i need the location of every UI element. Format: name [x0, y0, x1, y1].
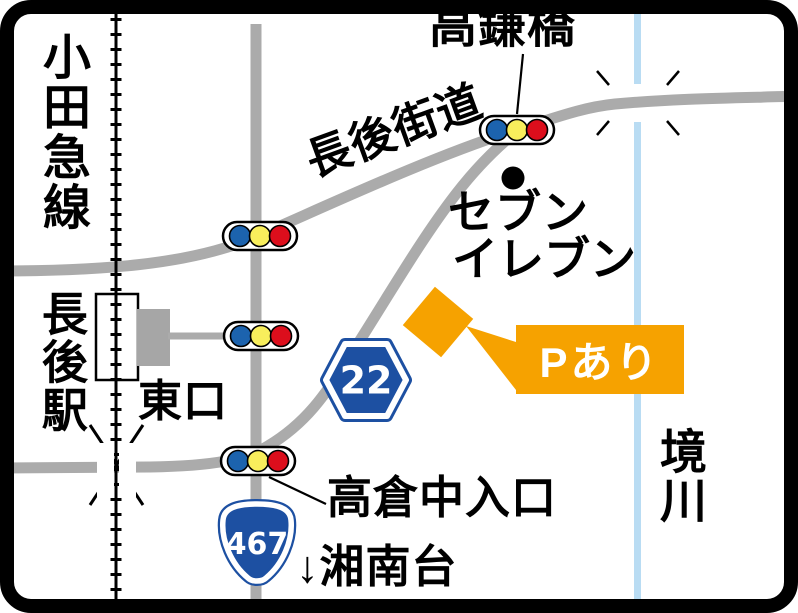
- station-exit-label: 東口: [138, 377, 228, 426]
- traffic-signal-icon: [221, 220, 299, 252]
- parking-available-label: Pあり: [539, 339, 661, 386]
- destination-building: [402, 286, 474, 358]
- traffic-signal-icon: [219, 445, 297, 477]
- route-22-shield: 22: [320, 338, 412, 422]
- direction-shonandai-label: ↓湘南台: [296, 541, 458, 592]
- intersection-name-label: 高倉中入口: [327, 472, 558, 523]
- railway-crossing-gates: [97, 443, 136, 497]
- bridge-leader-line: [515, 53, 525, 115]
- route-467-shield: 467: [217, 499, 297, 586]
- station-name-label: 長後駅: [35, 290, 88, 434]
- road-chogo-kaido: [0, 90, 798, 277]
- river-name-label: 境川: [652, 427, 706, 525]
- station-building: [94, 292, 170, 382]
- parking-callout: [466, 325, 684, 394]
- route-467-number: 467: [226, 527, 289, 562]
- intersection-leader-line: [268, 476, 327, 505]
- callout-box: [516, 325, 684, 394]
- callout-pointer: [466, 326, 516, 390]
- railway-line-label: 小田急線: [34, 32, 88, 232]
- bridge-name-label: 高鎌橋: [429, 0, 577, 53]
- traffic-signal-icon: [478, 114, 556, 146]
- store-name-line2: イレブン: [452, 233, 636, 285]
- store-location-dot: [501, 166, 525, 190]
- traffic-signal-icon: [222, 320, 300, 352]
- route-22-number: 22: [340, 359, 393, 403]
- store-name-line1: セブン: [448, 186, 589, 238]
